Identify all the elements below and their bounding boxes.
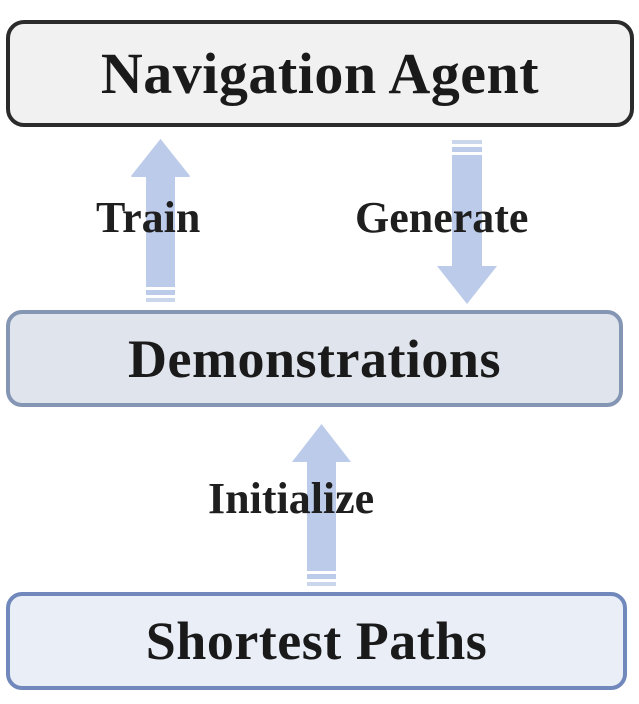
node-demonstrations: Demonstrations [6,310,623,407]
node-shortest-paths: Shortest Paths [6,592,627,690]
edge-label-generate: Generate [355,193,529,242]
edge-label-initialize: Initialize [208,474,375,523]
node-navigation-agent-label: Navigation Agent [100,41,540,106]
node-demonstrations-label: Demonstrations [128,328,501,389]
edge-label-train: Train [96,193,201,242]
generate-arrow [437,140,497,304]
node-navigation-agent: Navigation Agent [6,20,634,127]
train-arrow [131,139,190,302]
node-shortest-paths-label: Shortest Paths [145,611,488,671]
initialize-arrow [292,424,351,586]
